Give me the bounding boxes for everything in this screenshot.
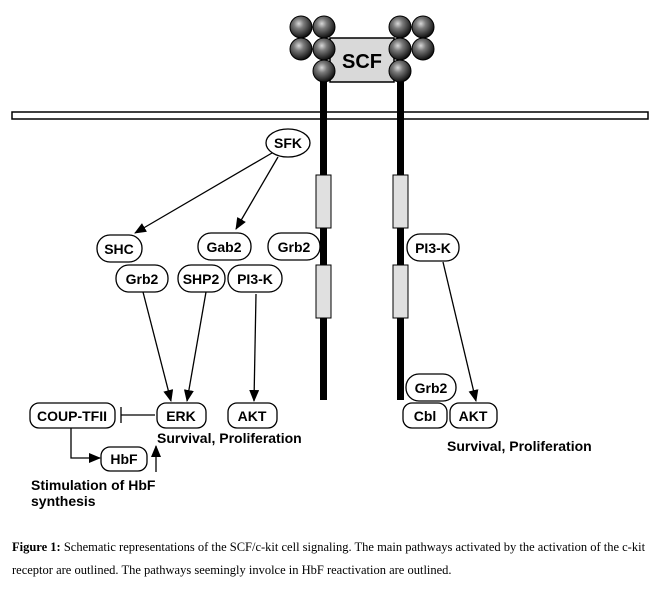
node-hbf: HbF bbox=[100, 446, 148, 472]
node-pi3k-left-label: PI3-K bbox=[237, 271, 273, 287]
node-grb2-cbl-label: Grb2 bbox=[415, 380, 448, 396]
scf-label: SCF bbox=[342, 51, 382, 73]
node-coup-tfii-label: COUP-TFII bbox=[37, 408, 107, 424]
survival-label-left: Survival, Proliferation bbox=[157, 430, 302, 446]
pathway-arrows bbox=[70, 152, 479, 472]
node-shc: SHC bbox=[96, 234, 143, 263]
node-erk: ERK bbox=[156, 402, 207, 429]
node-grb2-cbl: Grb2 bbox=[405, 373, 457, 402]
node-akt-left-label: AKT bbox=[238, 408, 267, 424]
node-sfk: SFK bbox=[265, 128, 311, 158]
node-pi3k-right-label: PI3-K bbox=[415, 240, 451, 256]
receptor-kinase-domains bbox=[315, 174, 409, 319]
node-grb2-left: Grb2 bbox=[115, 264, 169, 293]
node-gab2: Gab2 bbox=[197, 232, 252, 261]
receptor-extracellular-domains bbox=[289, 15, 435, 83]
stimulation-label-line2: synthesis bbox=[31, 493, 96, 509]
node-grb2-receptor-label: Grb2 bbox=[278, 239, 311, 255]
stimulation-label-line1: Stimulation of HbF bbox=[31, 477, 156, 493]
node-pi3k-right: PI3-K bbox=[406, 233, 460, 262]
node-akt-left: AKT bbox=[227, 402, 278, 429]
scf-ligand: SCF bbox=[329, 37, 395, 83]
node-shc-label: SHC bbox=[104, 241, 134, 257]
receptor-chain-right bbox=[397, 80, 404, 400]
node-gab2-label: Gab2 bbox=[206, 239, 241, 255]
node-grb2-left-label: Grb2 bbox=[126, 271, 159, 287]
node-grb2-receptor: Grb2 bbox=[267, 232, 321, 261]
node-erk-label: ERK bbox=[166, 408, 196, 424]
node-hbf-label: HbF bbox=[110, 451, 138, 467]
inhibition-line bbox=[120, 407, 155, 423]
receptor-chain-left bbox=[320, 80, 327, 400]
node-akt-right-label: AKT bbox=[459, 408, 488, 424]
node-pi3k-left: PI3-K bbox=[227, 264, 283, 293]
node-shp2: SHP2 bbox=[177, 264, 226, 293]
figure-caption-label: Figure 1: bbox=[12, 540, 61, 554]
node-coup-tfii: COUP-TFII bbox=[29, 402, 116, 429]
node-akt-right: AKT bbox=[449, 402, 498, 429]
node-cbl-label: Cbl bbox=[414, 408, 437, 424]
node-cbl: Cbl bbox=[402, 402, 448, 429]
node-sfk-label: SFK bbox=[274, 135, 302, 151]
node-shp2-label: SHP2 bbox=[183, 271, 220, 287]
figure-caption: Figure 1: Schematic representations of t… bbox=[12, 536, 652, 582]
cell-membrane bbox=[11, 111, 649, 120]
figure-caption-text: Schematic representations of the SCF/c-k… bbox=[12, 540, 646, 577]
survival-label-right: Survival, Proliferation bbox=[447, 438, 592, 454]
